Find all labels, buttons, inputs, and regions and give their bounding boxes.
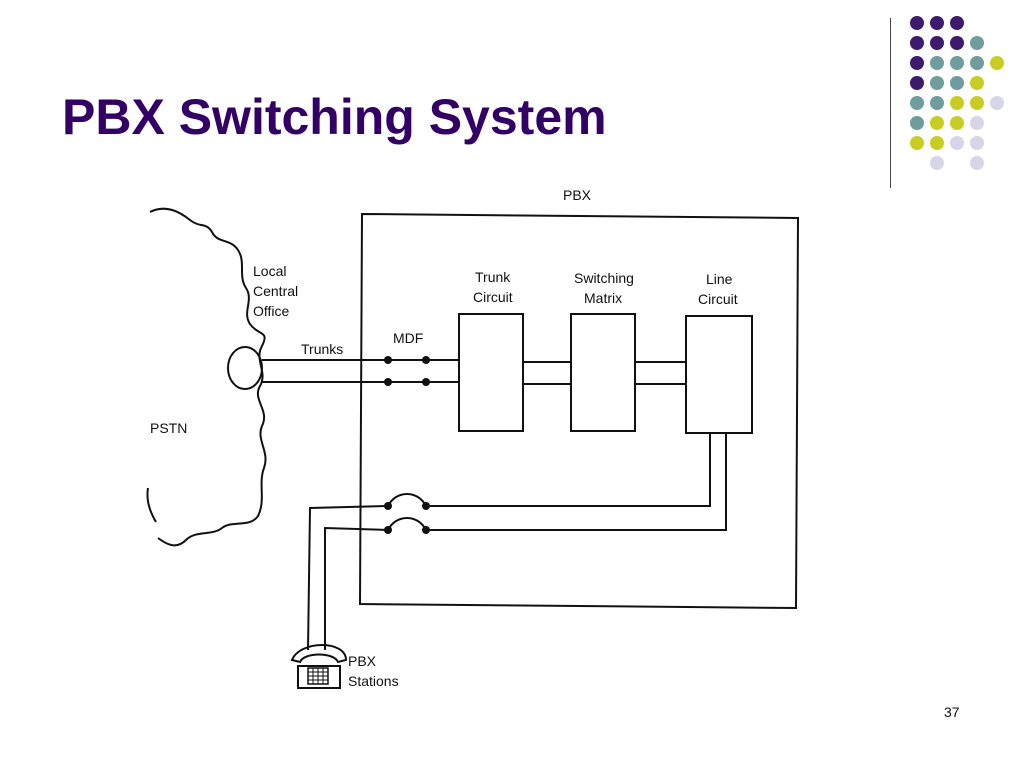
- decor-dot: [930, 36, 944, 50]
- decorative-dot-grid: [900, 10, 1010, 170]
- decor-dot: [930, 156, 944, 170]
- mdf-connector-dot: [422, 356, 430, 364]
- local-office-label-line-1: Local: [253, 263, 286, 279]
- station-wire-1: [307, 433, 711, 651]
- decor-dot: [970, 36, 984, 50]
- mdf-connector-dot: [384, 502, 392, 510]
- mdf-label: MDF: [393, 330, 423, 346]
- decor-dot: [950, 76, 964, 90]
- decor-dot: [910, 76, 924, 90]
- decor-dot: [950, 116, 964, 130]
- decor-dot: [930, 116, 944, 130]
- decor-dot: [950, 16, 964, 30]
- slide-title: PBX Switching System: [62, 89, 607, 145]
- line-circuit-box: [685, 315, 753, 434]
- local-office-label-line-2: Central: [253, 283, 298, 299]
- stations-label-line-2: Stations: [348, 673, 399, 689]
- mdf-connector-dot: [384, 526, 392, 534]
- local-office-circle: [227, 346, 263, 390]
- line-circuit-label-line-1: Line: [706, 271, 733, 287]
- station-wire-2: [324, 433, 727, 650]
- decor-dot: [910, 136, 924, 150]
- trunk-circuit-label-line-2: Circuit: [473, 289, 513, 305]
- decor-dot: [910, 96, 924, 110]
- trunk-circuit-box: [458, 313, 524, 432]
- decor-dot: [970, 116, 984, 130]
- pbx-label: PBX: [563, 187, 592, 203]
- mdf-crossover-2: [387, 517, 427, 531]
- decor-dot: [910, 116, 924, 130]
- decor-dot: [950, 96, 964, 110]
- mdf-crossover-1: [387, 493, 427, 507]
- decor-dot: [930, 96, 944, 110]
- decor-dot: [990, 96, 1004, 110]
- line-circuit-label-line-2: Circuit: [698, 291, 738, 307]
- mdf-connector-dot: [422, 378, 430, 386]
- decor-dot: [950, 56, 964, 70]
- pstn-cloud-outline: [149, 207, 267, 547]
- decor-dot: [970, 156, 984, 170]
- decor-dot: [910, 56, 924, 70]
- decor-dot: [950, 36, 964, 50]
- pbx-enclosure: [358, 212, 800, 610]
- decor-dot: [950, 136, 964, 150]
- mdf-connector-dot: [422, 526, 430, 534]
- local-office-label-line-3: Office: [253, 303, 290, 319]
- title-divider: [890, 18, 891, 188]
- telephone-icon: [290, 644, 348, 689]
- decor-dot: [930, 56, 944, 70]
- decor-dot: [970, 76, 984, 90]
- mdf-connector-dot: [384, 356, 392, 364]
- decor-dot: [930, 16, 944, 30]
- telephone-keypad: [308, 668, 328, 684]
- decor-dot: [930, 76, 944, 90]
- decor-dot: [910, 36, 924, 50]
- decor-dot: [970, 136, 984, 150]
- trunk-circuit-label-line-1: Trunk: [475, 269, 511, 285]
- mdf-connector-dot: [384, 378, 392, 386]
- page-number: 37: [944, 704, 960, 720]
- switching-matrix-label-line-2: Matrix: [584, 290, 622, 306]
- mdf-connector-dot: [422, 502, 430, 510]
- pstn-cloud-left-edge: [146, 487, 157, 523]
- decor-dot: [930, 136, 944, 150]
- decor-dot: [990, 56, 1004, 70]
- trunks-label: Trunks: [301, 341, 343, 357]
- switching-matrix-label-line-1: Switching: [574, 270, 634, 286]
- switching-matrix-box: [570, 313, 636, 432]
- pstn-label: PSTN: [150, 420, 187, 436]
- decor-dot: [910, 16, 924, 30]
- decor-dot: [970, 56, 984, 70]
- decor-dot: [970, 96, 984, 110]
- stations-label-line-1: PBX: [348, 653, 377, 669]
